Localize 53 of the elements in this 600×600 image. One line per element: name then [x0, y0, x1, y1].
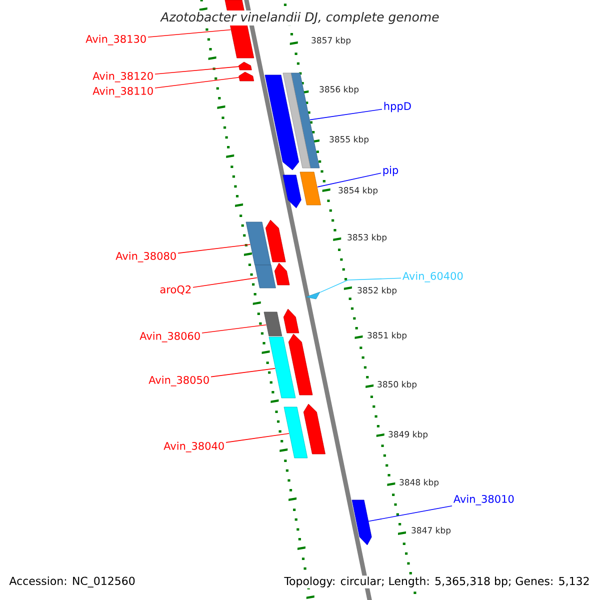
scale-label: 3853 kbp [346, 233, 388, 243]
gene-label: Avin_38010 [452, 494, 516, 506]
gene-bar [274, 262, 290, 286]
gene-bar [300, 172, 321, 206]
triangle-marker [306, 292, 320, 300]
scale-label: 3851 kbp [366, 331, 408, 341]
gene-label: Avin_38120 [91, 70, 155, 84]
gene-label: Avin_38130 [84, 34, 148, 46]
scale-label: 3848 kbp [398, 478, 440, 488]
gene-label: Avin_38060 [138, 330, 202, 344]
leader-line [368, 505, 452, 522]
leader-line [154, 66, 240, 75]
gene-bar [283, 308, 300, 334]
gene-bar [238, 72, 254, 82]
leader-line [226, 433, 290, 443]
gene-bar [288, 334, 313, 396]
leader-line [210, 368, 276, 378]
scale-label: 3854 kbp [337, 186, 379, 196]
gene-bar [290, 72, 320, 168]
scale-label: 3855 kbp [328, 135, 370, 145]
gene-label: pip [381, 164, 400, 178]
gene-label: Avin_38040 [162, 440, 226, 454]
leader-line [154, 77, 240, 88]
gene-label: Avin_38050 [147, 374, 211, 388]
scale-label: 3849 kbp [387, 430, 429, 440]
gene-bar [303, 404, 326, 454]
gene-label: hppD [382, 100, 413, 114]
gene-bar [264, 312, 282, 336]
gene-bar [238, 62, 252, 70]
leader-line [148, 29, 232, 38]
scale-label: 3852 kbp [356, 286, 398, 296]
gene-bar [352, 500, 372, 546]
scale-label: 3857 kbp [310, 36, 352, 46]
genome-info: Accession: NC_012560 [8, 576, 136, 588]
gene-label: Avin_38110 [91, 86, 155, 98]
gene-bar [282, 72, 311, 168]
genome-info: Topology: circular; Length: 5,365,318 bp; Genes: 5,132 [283, 576, 591, 588]
gene-bar [268, 336, 296, 398]
gene-bar [284, 406, 308, 458]
gene-bar [282, 174, 302, 208]
gene-label: Avin_38080 [114, 250, 178, 264]
leader-line [320, 278, 402, 293]
genome-title: Azotobacter vinelandii DJ, complete genome [159, 10, 441, 26]
leader-line [178, 244, 251, 254]
leader-line [317, 172, 382, 188]
scale-label: 3847 kbp [410, 526, 452, 536]
gene-label: Avin_60400 [401, 270, 465, 284]
gene-bar [264, 74, 300, 170]
scale-label: 3850 kbp [376, 380, 418, 390]
leader-line [310, 108, 382, 120]
gene-bar [254, 264, 276, 288]
scale-label: 3856 kbp [318, 85, 360, 95]
gene-label: aroQ2 [158, 284, 193, 296]
